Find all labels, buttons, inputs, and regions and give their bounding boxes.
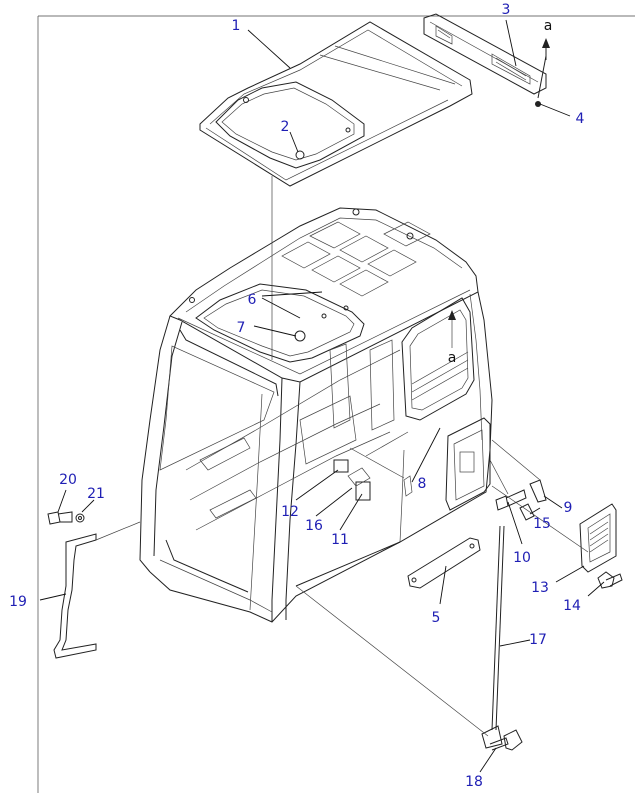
callout-15: 15 xyxy=(533,516,551,532)
callout-7: 7 xyxy=(237,320,246,336)
strut-17 xyxy=(481,525,505,749)
bolt-20 xyxy=(47,511,73,525)
view-ref-a-cab: a xyxy=(448,350,457,366)
callout-14: 14 xyxy=(563,598,581,614)
callout-9: 9 xyxy=(564,500,573,516)
cap-7 xyxy=(294,330,306,342)
callout-6: 6 xyxy=(248,292,257,308)
callout-16: 16 xyxy=(305,518,323,534)
callout-3: 3 xyxy=(502,2,511,18)
callout-5: 5 xyxy=(432,610,441,626)
callout-2: 2 xyxy=(281,119,290,135)
callout-21: 21 xyxy=(87,486,105,502)
roof-panel xyxy=(199,21,473,187)
clip-15 xyxy=(519,503,535,521)
bolt-18 xyxy=(489,729,523,751)
callout-20: 20 xyxy=(59,472,77,488)
screw-4 xyxy=(535,101,541,107)
bolt-10 xyxy=(495,489,527,511)
callout-13: 13 xyxy=(531,580,549,596)
callout-10: 10 xyxy=(513,550,531,566)
bracket-9 xyxy=(529,479,547,503)
callout-1: 1 xyxy=(232,18,241,34)
washer-21 xyxy=(75,513,85,523)
assembly-line-bracket xyxy=(491,439,541,481)
assembly-line-latch xyxy=(349,447,405,479)
bolt-14 xyxy=(597,571,623,589)
vent-grille-panel xyxy=(423,13,550,107)
trim-strip-5 xyxy=(407,537,481,589)
vent-panel-13 xyxy=(579,503,617,573)
callout-4: 4 xyxy=(576,111,585,127)
callout-17: 17 xyxy=(529,632,547,648)
callout-11: 11 xyxy=(331,532,349,548)
view-arrow-head xyxy=(448,310,456,320)
view-ref-a-top: a xyxy=(544,18,553,34)
cab-frame xyxy=(139,207,493,623)
callout-12: 12 xyxy=(281,504,299,520)
assembly-line-panel xyxy=(491,485,589,553)
callout-8: 8 xyxy=(418,476,427,492)
callout-19: 19 xyxy=(9,594,27,610)
bracket-12 xyxy=(333,459,349,473)
callout-18: 18 xyxy=(465,774,483,790)
support-rod-19 xyxy=(53,533,97,659)
assembly-line-strut xyxy=(295,585,489,737)
